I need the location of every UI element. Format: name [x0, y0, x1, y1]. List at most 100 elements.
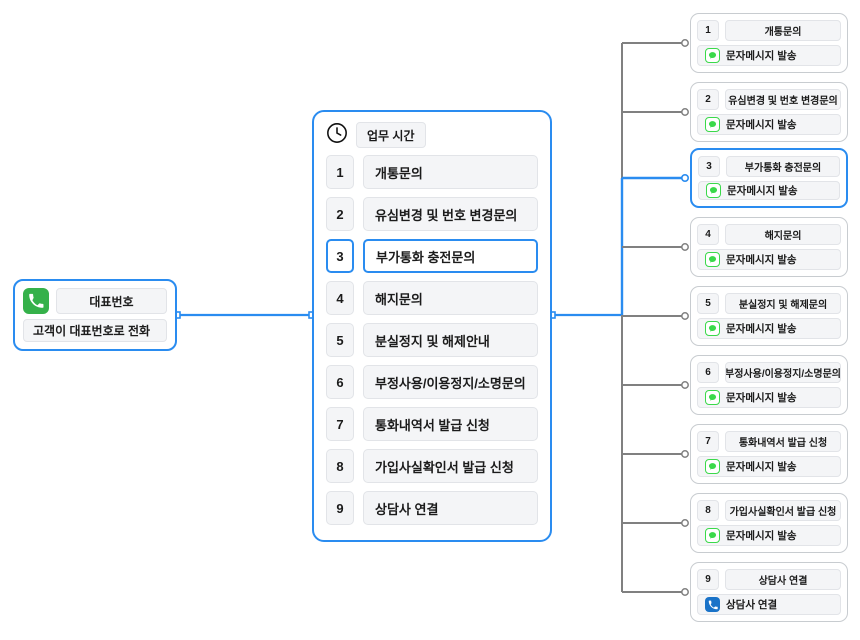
branch-dot-9[interactable] — [681, 588, 689, 596]
menu-row-9[interactable]: 9 상담사 연결 — [326, 491, 538, 525]
leaf-title: 부정사용/이용정지/소명문의 — [725, 362, 841, 383]
root-subtitle: 고객이 대표번호로 전화 — [23, 319, 167, 342]
menu-row-number: 3 — [326, 239, 354, 273]
menu-row-label: 해지문의 — [363, 281, 538, 315]
leaf-number: 7 — [697, 431, 719, 452]
menu-row-label: 통화내역서 발급 신청 — [363, 407, 538, 441]
leaf-number: 9 — [697, 569, 719, 590]
root-node[interactable]: 대표번호 고객이 대표번호로 전화 — [13, 279, 177, 351]
menu-row-number: 9 — [326, 491, 354, 525]
leaf-number: 8 — [697, 500, 719, 521]
leaf-action-label: 문자메시지 발송 — [726, 254, 797, 266]
leaf-action[interactable]: 문자메시지 발송 — [697, 525, 841, 546]
leaf-title: 분실정지 및 해제문의 — [725, 293, 841, 314]
message-icon — [705, 48, 720, 63]
leaf-title: 유심변경 및 번호 변경문의 — [725, 89, 841, 110]
leaf-number: 4 — [697, 224, 719, 245]
leaf-action[interactable]: 문자메시지 발송 — [698, 181, 840, 200]
leaf-title: 가입사실확인서 발급 신청 — [725, 500, 841, 521]
menu-row-7[interactable]: 7 통화내역서 발급 신청 — [326, 407, 538, 441]
leaf-action[interactable]: 문자메시지 발송 — [697, 318, 841, 339]
branch-dot-8[interactable] — [681, 519, 689, 527]
leaf-title: 부가통화 충전문의 — [726, 156, 840, 177]
leaf-node-header: 2 유심변경 및 번호 변경문의 — [697, 89, 841, 110]
leaf-action-label: 문자메시지 발송 — [726, 530, 797, 542]
branch-dot-1[interactable] — [681, 39, 689, 47]
leaf-number: 2 — [697, 89, 719, 110]
leaf-action-label: 문자메시지 발송 — [727, 185, 798, 197]
leaf-title: 상담사 연결 — [725, 569, 841, 590]
branch-dot-3[interactable] — [680, 174, 689, 183]
message-icon — [705, 528, 720, 543]
leaf-action[interactable]: 문자메시지 발송 — [697, 456, 841, 477]
leaf-action[interactable]: 문자메시지 발송 — [697, 114, 841, 135]
menu-row-number: 7 — [326, 407, 354, 441]
leaf-title: 통화내역서 발급 신청 — [725, 431, 841, 452]
menu-row-5[interactable]: 5 분실정지 및 해제안내 — [326, 323, 538, 357]
leaf-title: 개통문의 — [725, 20, 841, 41]
menu-row-number: 5 — [326, 323, 354, 357]
menu-row-label: 개통문의 — [363, 155, 538, 189]
menu-row-4[interactable]: 4 해지문의 — [326, 281, 538, 315]
leaf-action-label: 문자메시지 발송 — [726, 119, 797, 131]
branch-dot-7[interactable] — [681, 450, 689, 458]
menu-row-1[interactable]: 1 개통문의 — [326, 155, 538, 189]
leaf-number: 3 — [698, 156, 720, 177]
message-icon — [706, 183, 721, 198]
menu-row-label: 가입사실확인서 발급 신청 — [363, 449, 538, 483]
leaf-action[interactable]: 문자메시지 발송 — [697, 387, 841, 408]
menu-row-number: 4 — [326, 281, 354, 315]
message-icon — [705, 321, 720, 336]
message-icon — [705, 459, 720, 474]
branch-dot-4[interactable] — [681, 243, 689, 251]
leaf-action[interactable]: 상담사 연결 — [697, 594, 841, 615]
leaf-number: 1 — [697, 20, 719, 41]
menu-row-number: 1 — [326, 155, 354, 189]
menu-node-header: 업무 시간 — [326, 122, 538, 148]
root-title: 대표번호 — [56, 288, 167, 314]
menu-row-label: 상담사 연결 — [363, 491, 538, 525]
phone-blue-icon — [705, 597, 720, 612]
clock-icon — [326, 122, 348, 149]
leaf-node-header: 9 상담사 연결 — [697, 569, 841, 590]
leaf-action[interactable]: 문자메시지 발송 — [697, 249, 841, 270]
message-icon — [705, 117, 720, 132]
leaf-node-header: 6 부정사용/이용정지/소명문의 — [697, 362, 841, 383]
leaf-number: 6 — [697, 362, 719, 383]
leaf-action[interactable]: 문자메시지 발송 — [697, 45, 841, 66]
leaf-action-label: 상담사 연결 — [726, 599, 778, 611]
message-icon — [705, 252, 720, 267]
leaf-action-label: 문자메시지 발송 — [726, 461, 797, 473]
leaf-node-header: 3 부가통화 충전문의 — [698, 156, 840, 177]
leaf-title: 해지문의 — [725, 224, 841, 245]
menu-row-number: 6 — [326, 365, 354, 399]
leaf-action-label: 문자메시지 발송 — [726, 323, 797, 335]
phone-green-icon — [23, 288, 49, 314]
leaf-action-label: 문자메시지 발송 — [726, 50, 797, 62]
menu-row-number: 8 — [326, 449, 354, 483]
menu-header-label: 업무 시간 — [356, 122, 426, 148]
menu-row-label: 분실정지 및 해제안내 — [363, 323, 538, 357]
leaf-node-header: 7 통화내역서 발급 신청 — [697, 431, 841, 452]
branch-dot-2[interactable] — [681, 108, 689, 116]
branch-dot-5[interactable] — [681, 312, 689, 320]
menu-row-8[interactable]: 8 가입사실확인서 발급 신청 — [326, 449, 538, 483]
branch-dot-6[interactable] — [681, 381, 689, 389]
leaf-node-header: 1 개통문의 — [697, 20, 841, 41]
